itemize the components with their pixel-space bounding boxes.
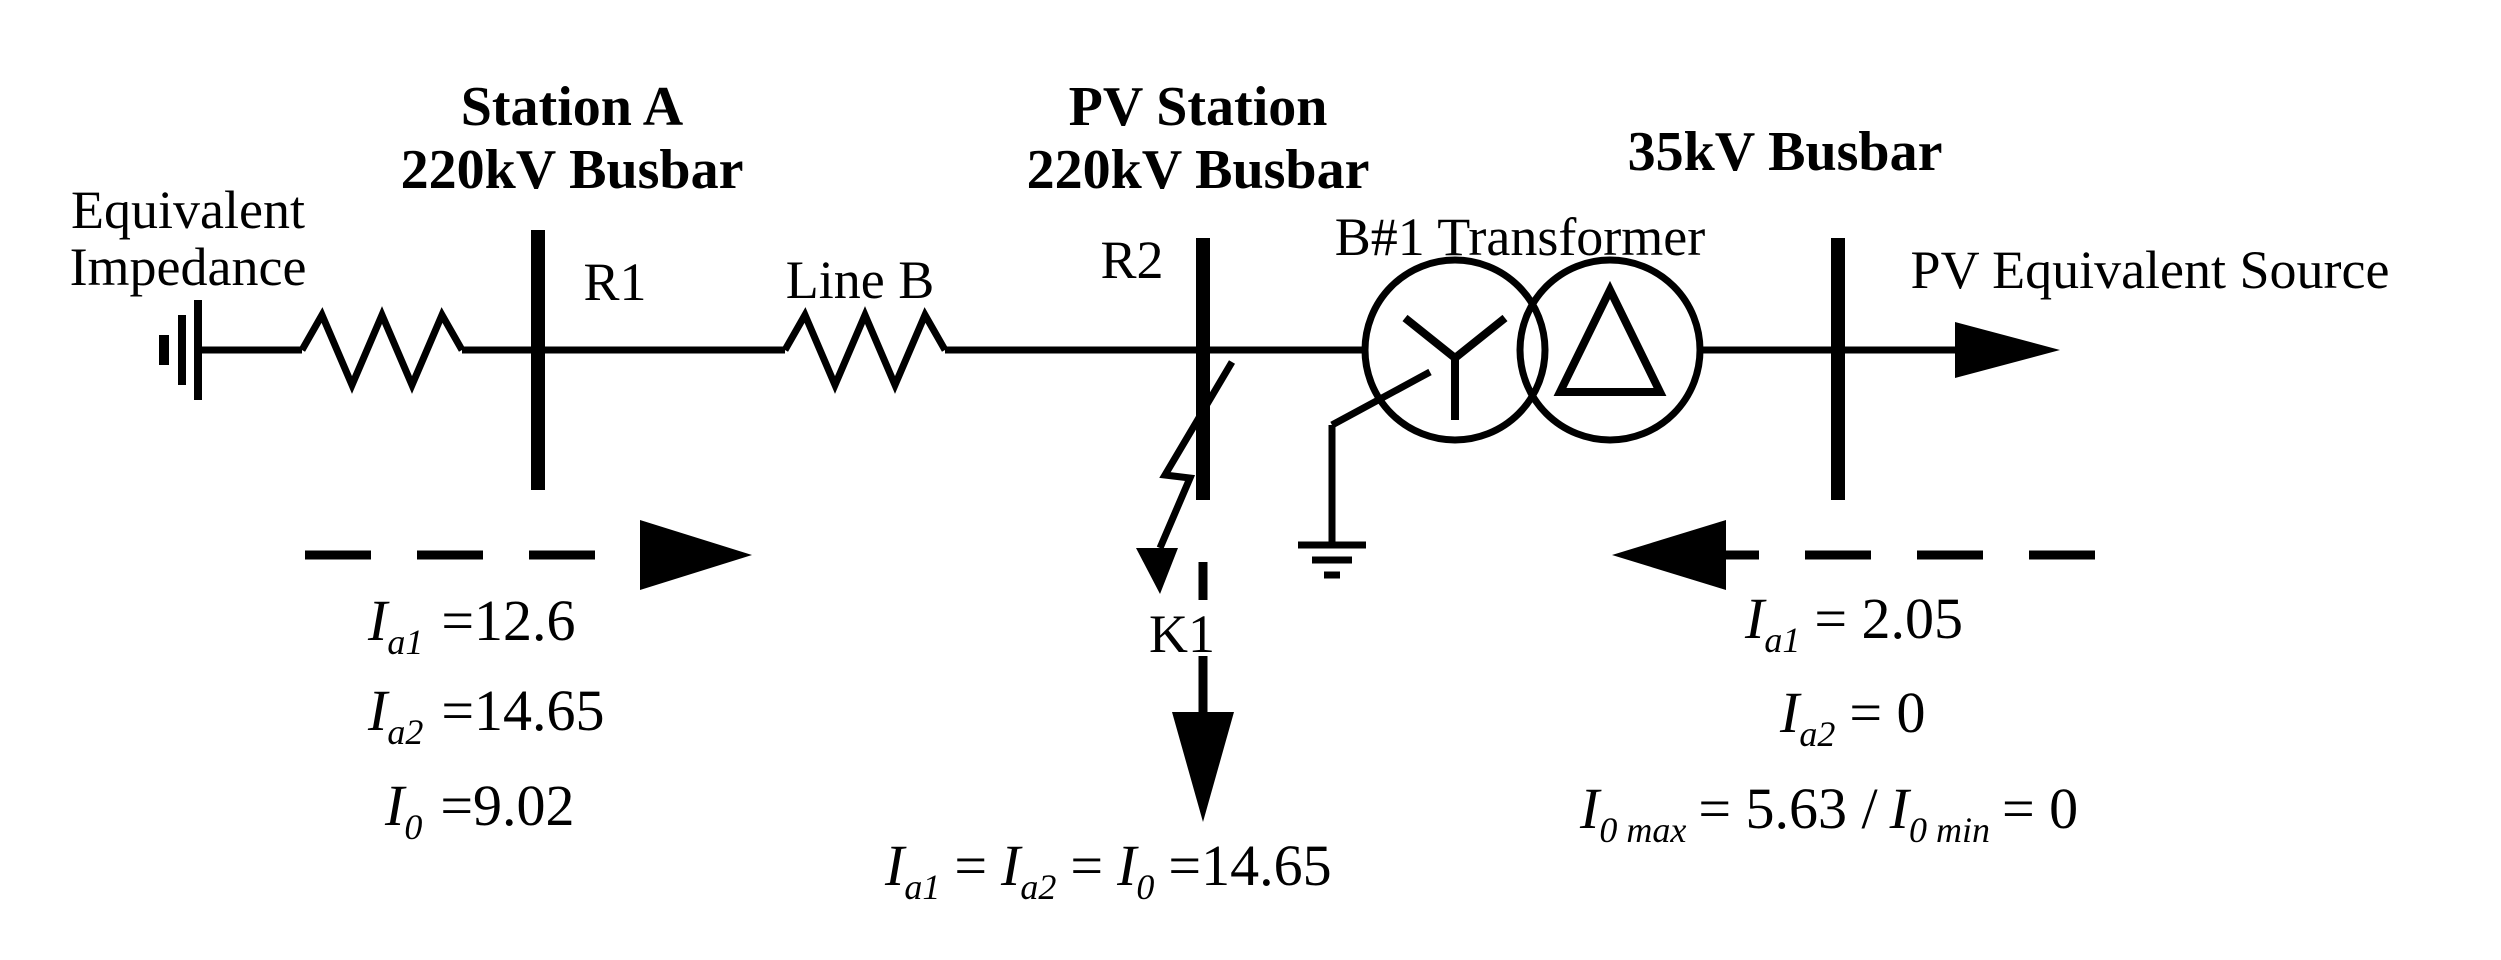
r2-label: R2 <box>1100 230 1163 290</box>
right-ia2: Ia2= 0 <box>1779 680 1926 754</box>
left-ia1: Ia1=12.6 <box>367 588 576 662</box>
station-a-title: Station A <box>461 76 684 138</box>
transformer-label: B#1 Transformer <box>1335 207 1706 267</box>
transformer-neutral-ground-icon <box>1298 368 1432 579</box>
left-i0: I0=9.02 <box>384 773 575 847</box>
right-current-arrow-icon <box>1612 520 1726 590</box>
left-ia2: Ia2=14.65 <box>367 678 605 752</box>
fault-label: K1 <box>1149 604 1215 664</box>
line-b-label: Line B <box>786 250 934 310</box>
station-a-subtitle: 220kV Busbar <box>401 139 744 201</box>
equivalent-impedance-resistor-icon <box>298 306 466 394</box>
left-current-arrow-icon <box>640 520 752 590</box>
equivalent-impedance-label-2: Impedance <box>70 237 307 297</box>
fault-current-arrow-icon <box>1172 712 1234 822</box>
pv-station-subtitle: 220kV Busbar <box>1027 139 1370 201</box>
transformer-icon <box>1361 256 1704 444</box>
busbar-35kv-title: 35kV Busbar <box>1628 121 1943 183</box>
equivalent-impedance-label-1: Equivalent <box>71 180 305 240</box>
pv-station-title: PV Station <box>1069 76 1328 138</box>
line-b-resistor-icon <box>781 306 949 394</box>
fault-lightning-icon <box>1136 360 1236 594</box>
r1-label: R1 <box>583 252 646 312</box>
right-ia1: Ia1= 2.05 <box>1744 586 1963 660</box>
source-ground-icon <box>159 300 202 400</box>
fault-currents: Ia1=Ia2=I0=14.65 <box>884 833 1332 907</box>
pv-source-label: PV Equivalent Source <box>1911 240 2390 300</box>
right-i0: I0 max= 5.63 /I0 min= 0 <box>1579 776 2078 850</box>
pv-source-arrow-icon <box>1955 322 2060 378</box>
